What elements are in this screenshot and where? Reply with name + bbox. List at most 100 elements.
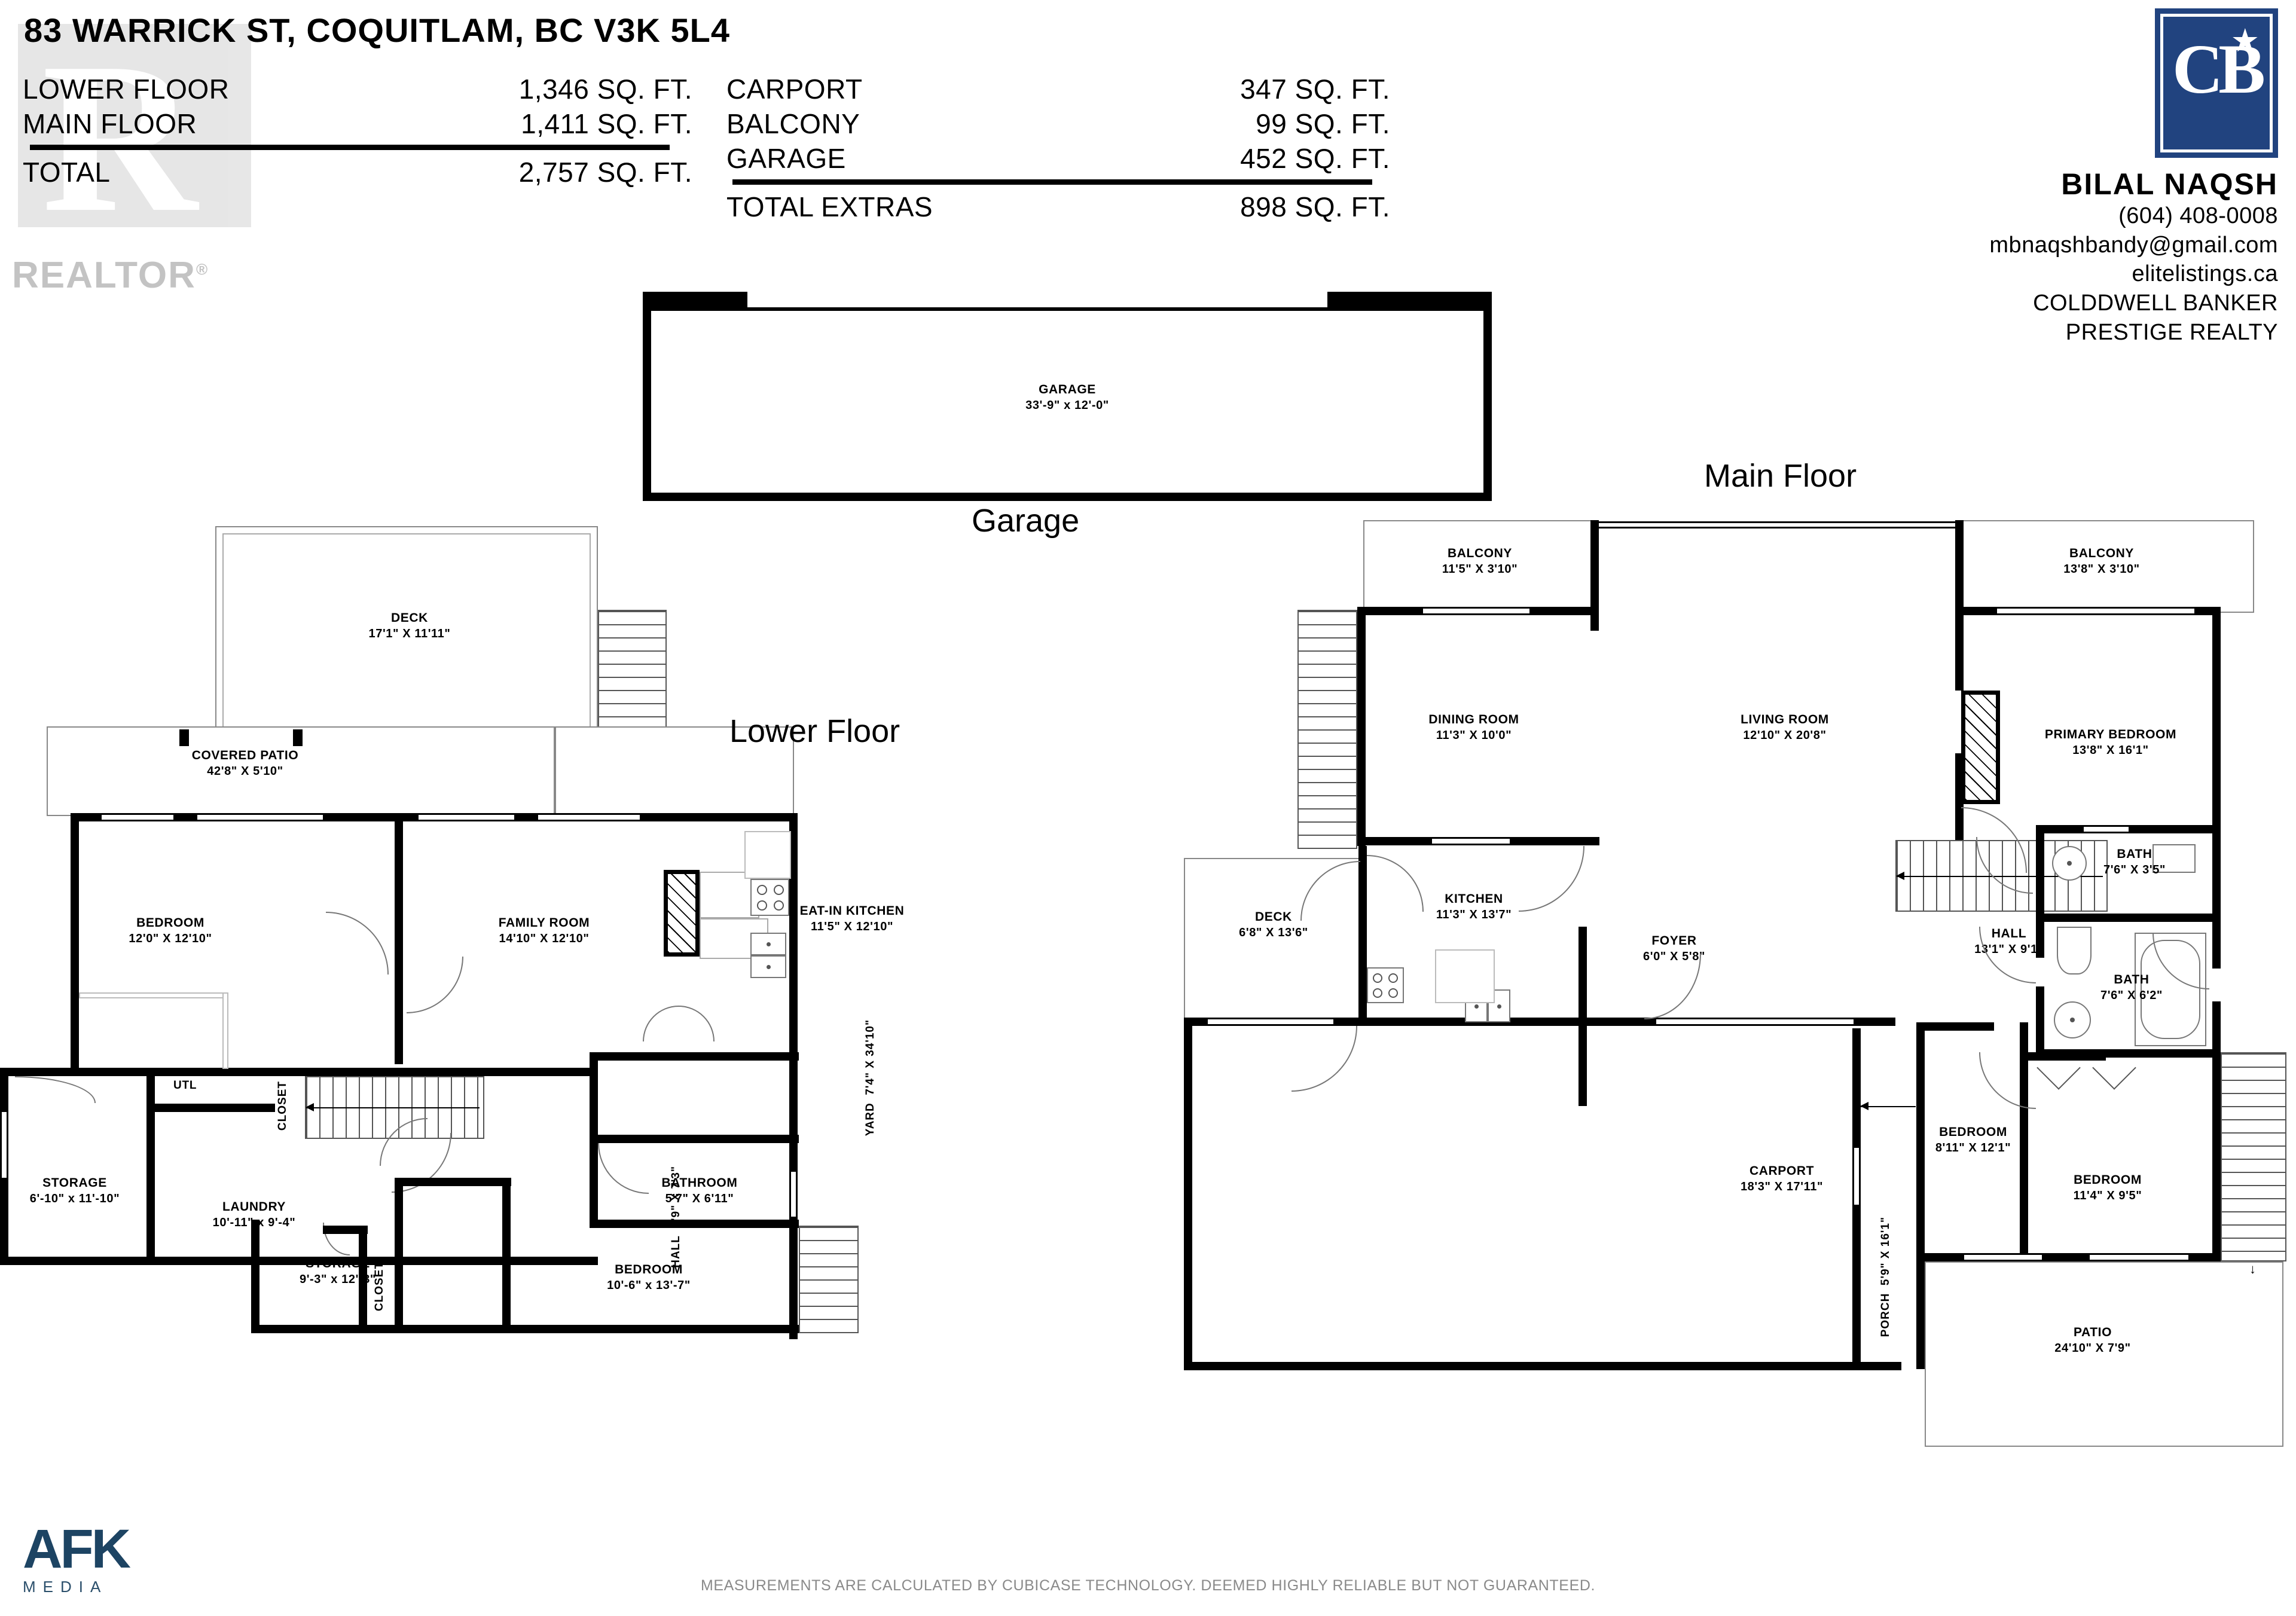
window-dining-balcony-door [1423, 607, 1529, 615]
room-dimension: 12'0" X 12'10" [129, 932, 212, 946]
window-living-top [1599, 521, 1955, 529]
door-kitchen-deck [1367, 855, 1424, 912]
room-dimension: 6'-10" x 11'-10" [29, 1192, 120, 1206]
bedroom-main1-top-wall [1916, 1022, 1994, 1031]
deck-room-label: DECK 17'1" X 11'11" [335, 610, 484, 641]
lower-wall-bottom-right [590, 1220, 799, 1228]
main-exterior-stairs-right [2221, 1052, 2286, 1261]
room-dimension: 13'8" X 16'1" [2072, 744, 2149, 757]
deck-main-outline [1184, 858, 1366, 1025]
balcony-right-outline [1955, 520, 2254, 613]
main-floor-plan: BALCONY 11'5" X 3'10" BALCONY 13'8" X 3'… [1184, 514, 2296, 1554]
closet-bedroom-wall [359, 1226, 367, 1333]
garage-plan: GARAGE 33'-9" x 12'-0" [643, 292, 1492, 501]
sink-lower [750, 933, 786, 955]
garage-wall-top-right [1327, 292, 1492, 311]
room-name: DECK [391, 611, 428, 625]
table-row: MAIN FLOOR 1,411 SQ. FT. [23, 106, 692, 141]
agent-phone[interactable]: (604) 408-0008 [2118, 203, 2278, 228]
realtor-wordmark: REALTOR® [12, 255, 209, 296]
patio-label: PATIO 24'10" X 7'9" [2015, 1324, 2170, 1356]
door-hall-lower [407, 957, 463, 1013]
room-dimension: 8'11" X 12'1" [1935, 1141, 2011, 1155]
window-bedroom-lower [102, 813, 173, 821]
toilet-bath1 [2152, 844, 2196, 873]
deck-stairs [598, 610, 667, 729]
brokerage-subname: PRESTIGE REALTY [2065, 319, 2278, 345]
burner-icon [1373, 988, 1382, 998]
burner-icon [757, 900, 767, 911]
agent-website[interactable]: elitelistings.ca [2132, 261, 2278, 287]
realtor-wordmark-text: REALTOR [12, 255, 196, 296]
lower-wall-bottom-step [251, 1220, 259, 1333]
afk-media-wordmark: AFK [23, 1519, 131, 1580]
door-storage-lower [15, 1076, 96, 1103]
bath2-left-wall [2036, 922, 2044, 958]
area-label: GARAGE [726, 143, 846, 174]
room-name: FOYER [1651, 934, 1697, 948]
window-porch [1852, 1148, 1861, 1205]
area-label: TOTAL EXTRAS [726, 191, 933, 222]
bathroom-lower-label: BATHROOM 5'7" X 6'11" [631, 1175, 768, 1206]
burner-icon [1388, 973, 1398, 983]
bathroom-wall-left [590, 1052, 598, 1088]
main-exterior-stairs-left [1297, 610, 1357, 849]
room-dimension: 11'5" X 12'10" [810, 920, 894, 934]
door-dining-room [1519, 846, 1584, 912]
lower-floor-plan: DECK 17'1" X 11'11" ↓ COVERED PATIO 42'8… [0, 514, 1136, 1542]
closet-bedroom-wall-top [323, 1226, 368, 1234]
room-dimension: 6'8" X 13'6" [1239, 926, 1308, 940]
sink-faucet-icon [2070, 1018, 2075, 1022]
burner-icon [1373, 973, 1382, 983]
door-bedroom-main1 [1979, 1052, 2036, 1109]
table-row: GARAGE 452 SQ. FT. [726, 141, 1390, 176]
main-wall-dining-bottom-2 [1510, 837, 1599, 845]
room-name: DECK [1255, 910, 1292, 924]
main-wall-top-living [1590, 520, 1599, 613]
realtor-watermark: R [18, 24, 251, 275]
porch-entry-arrow [1860, 1102, 1916, 1110]
sink-drain-icon [767, 965, 771, 969]
stove-main [1367, 967, 1404, 1003]
bath2-right-wall-2 [2212, 1001, 2221, 1058]
storage-lower-label: STORAGE 6'-10" x 11'-10" [6, 1175, 144, 1206]
bedroom2-left-wall [395, 1178, 403, 1333]
door-bedroom-lower [326, 912, 389, 975]
main-wall-top-living-right [1955, 520, 1964, 613]
lower-wall-bottom-edge [251, 1325, 801, 1333]
measurement-disclaimer: MEASUREMENTS ARE CALCULATED BY CUBICASE … [700, 1577, 1596, 1594]
agent-name: BILAL NAQSH [2061, 167, 2278, 201]
patio-post-2 [293, 729, 303, 746]
room-name: LIVING ROOM [1741, 713, 1829, 726]
room-dimension: 7'4" X 34'10" [864, 1019, 877, 1095]
area-label: LOWER FLOOR [23, 74, 230, 105]
garage-wall-left [643, 292, 651, 501]
window-bathroom-lower [789, 1172, 798, 1217]
lower-stairs-direction-arrow [306, 1103, 480, 1111]
room-dimension: 10'-11" x 9'-4" [212, 1216, 296, 1230]
main-floor-title: Main Floor [1704, 458, 1857, 494]
bath1-bottom-wall [2036, 914, 2212, 922]
area-value: 347 SQ. FT. [1240, 74, 1390, 105]
door-bathroom-lower [598, 1143, 649, 1194]
fireplace-hearth [700, 872, 759, 918]
room-dimension: 7'6" X 3'5" [2103, 863, 2166, 877]
patio-post-1 [179, 729, 189, 746]
room-name: COVERED PATIO [191, 749, 299, 762]
closet-stairs-label: CLOSET [276, 1081, 289, 1131]
room-name: BATH [2117, 847, 2152, 861]
room-name: YARD [864, 1102, 877, 1137]
main-wall-dining-right [1590, 613, 1599, 631]
table-row: CARPORT 347 SQ. FT. [726, 72, 1390, 106]
burner-icon [774, 885, 784, 895]
agent-email[interactable]: mbnaqshbandy@gmail.com [1989, 232, 2278, 258]
room-name: BEDROOM [2074, 1173, 2142, 1187]
window-family-room-2 [419, 813, 514, 821]
room-dimension: 5'7" X 6'11" [665, 1192, 734, 1206]
room-dimension: 11'3" X 10'0" [1436, 729, 1512, 743]
door-bath2 [1979, 927, 2036, 983]
bath1-label: BATH 7'6" X 3'5" [2078, 846, 2191, 878]
room-dimension: 14'10" X 12'10" [499, 932, 590, 946]
realtor-watermark-letter: R [42, 18, 197, 256]
garage-wall-top-left [643, 292, 747, 311]
